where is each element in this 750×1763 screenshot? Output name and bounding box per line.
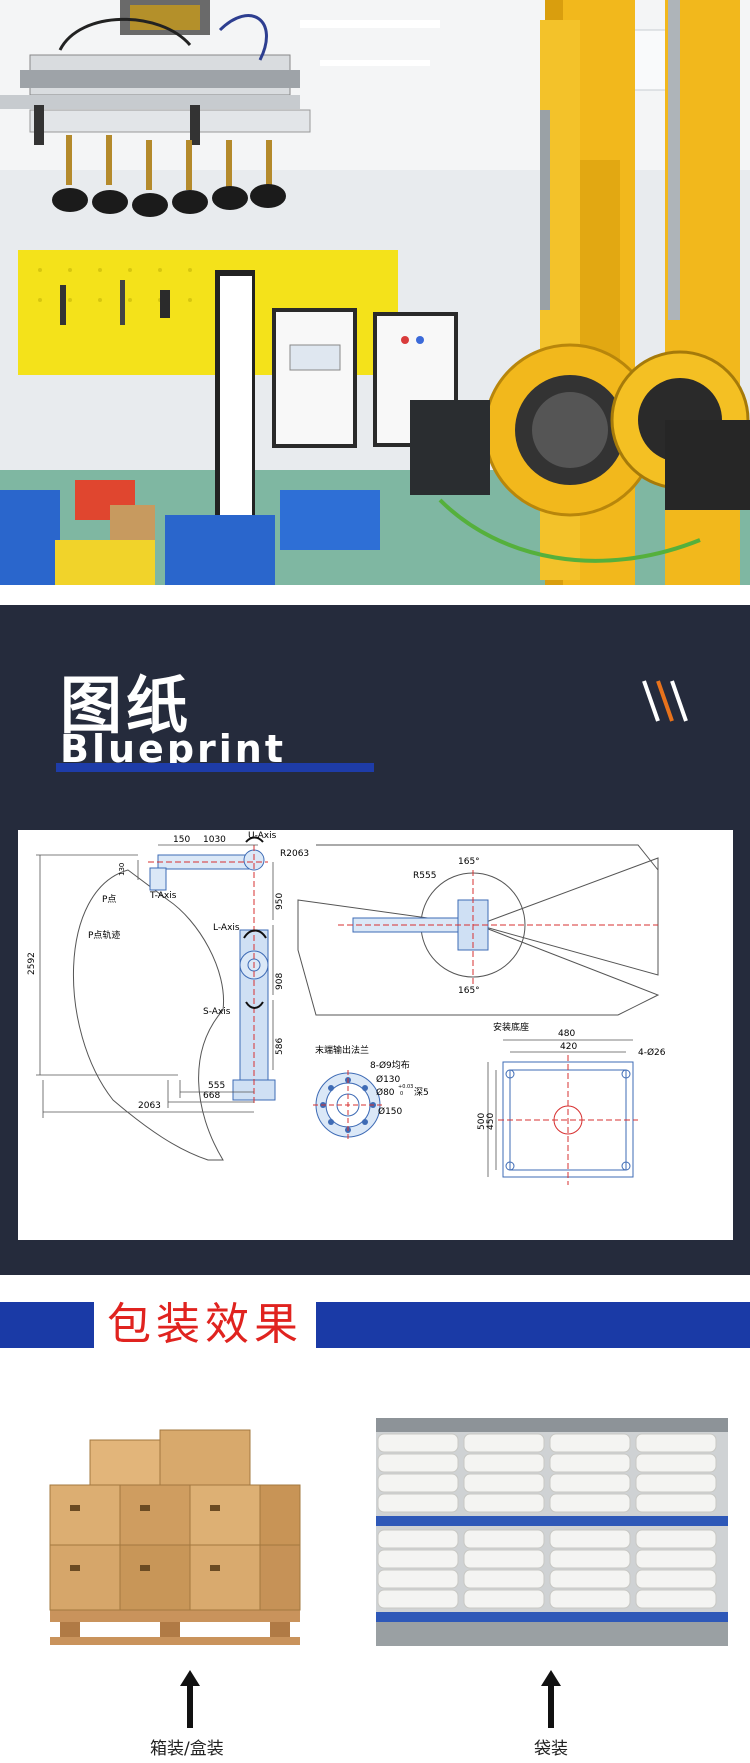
- packaging-title: 包装效果: [107, 1299, 303, 1350]
- base-holes: 4-Ø26: [638, 1047, 666, 1058]
- dim-668: 668: [203, 1091, 220, 1101]
- dim-2592: 2592: [27, 952, 37, 975]
- blueprint-section: 图纸 Blueprint: [0, 605, 750, 1275]
- base-w420: 420: [560, 1042, 577, 1052]
- base-title: 安装底座: [493, 1021, 529, 1033]
- base-h450: 450: [486, 1113, 496, 1130]
- blueprint-title-underline: [56, 763, 374, 772]
- mounting-base-drawing: 安装底座 480 420 4-Ø26 50: [477, 1021, 666, 1185]
- hero-photo-robot-palletizer: [0, 0, 750, 585]
- flange-d150: Ø150: [378, 1106, 403, 1117]
- flange-d130: Ø130: [376, 1074, 401, 1085]
- label-r2063: R2063: [280, 849, 309, 859]
- flange-tol-lower: 0: [400, 1091, 403, 1097]
- packaging-label-box: [94, 1294, 316, 1356]
- base-w480: 480: [558, 1029, 575, 1039]
- blueprint-drawing-panel: 150 1030 U-Axis 130 P点 T-Axis P点轨迹 L-Axi…: [18, 830, 733, 1240]
- flange-depth: 深5: [414, 1087, 429, 1098]
- label-u-axis: U-Axis: [248, 831, 277, 841]
- dim-150: 150: [173, 835, 190, 845]
- label-angle-top: 165°: [458, 857, 480, 867]
- carton-pallet-image: [49, 1429, 301, 1645]
- dim-950: 950: [275, 893, 285, 910]
- blueprint-drawing: 150 1030 U-Axis 130 P点 T-Axis P点轨迹 L-Axi…: [27, 831, 666, 1185]
- label-s-axis: S-Axis: [203, 1007, 231, 1017]
- flange-title: 末端输出法兰: [315, 1044, 369, 1056]
- arrow-up-icon: [541, 1670, 561, 1728]
- flange-d80: Ø80: [376, 1087, 395, 1098]
- label-p-track: P点轨迹: [88, 929, 120, 941]
- flange-holes: 8-Ø9均布: [370, 1059, 410, 1071]
- label-angle-bottom: 165°: [458, 986, 480, 996]
- top-view-drawing: R2063 R555 165° 165°: [280, 844, 660, 1016]
- dim-130: 130: [118, 863, 126, 876]
- dim-2063: 2063: [138, 1101, 161, 1111]
- dim-555: 555: [208, 1081, 225, 1091]
- dim-1030: 1030: [203, 835, 226, 845]
- label-r555: R555: [413, 871, 436, 881]
- caption-carton-packaging: 箱装/盒装: [150, 1739, 224, 1759]
- dim-908: 908: [275, 973, 285, 990]
- label-p-point: P点: [102, 894, 116, 905]
- label-t-axis: T-Axis: [149, 891, 177, 901]
- caption-bag-packaging: 袋装: [534, 1739, 568, 1759]
- flange-tol-upper: +0.03: [398, 1084, 413, 1090]
- bag-pallet-image: [376, 1418, 728, 1646]
- hero-illustration: [0, 0, 750, 585]
- dim-586: 586: [275, 1038, 285, 1055]
- flange-drawing: 末端输出法兰 8-Ø9均布 Ø130 Ø80 +0.03 0 深5 Ø15: [313, 1044, 429, 1140]
- blueprint-title-cn: 图纸: [60, 669, 193, 742]
- base-h500: 500: [477, 1113, 487, 1130]
- arrow-up-icon: [180, 1670, 200, 1728]
- side-view-drawing: 150 1030 U-Axis 130 P点 T-Axis P点轨迹 L-Axi…: [27, 831, 285, 1161]
- bag-pallet-illustration: [376, 1418, 728, 1646]
- label-l-axis: L-Axis: [213, 923, 240, 933]
- slash-decoration-icon: [642, 680, 688, 722]
